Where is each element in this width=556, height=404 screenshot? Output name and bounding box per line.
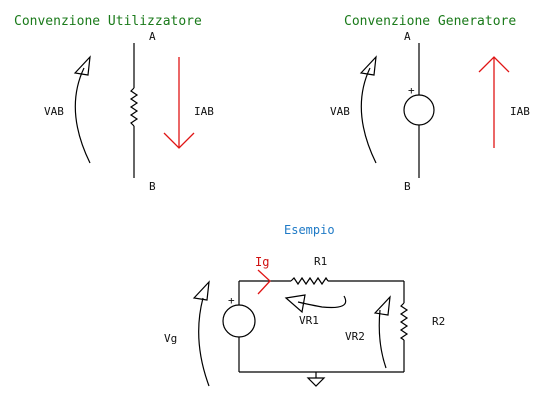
example-r2-label: R2: [432, 315, 445, 328]
voltage-source-icon: [403, 94, 435, 126]
voltage-arrow-icon: [373, 295, 391, 369]
user-current-label: IAB: [194, 105, 214, 118]
example-plus-sign: +: [228, 294, 235, 307]
generator-current-label: IAB: [510, 105, 530, 118]
user-convention-title: Convenzione Utilizzatore: [14, 14, 202, 29]
current-arrow-icon: [257, 269, 271, 295]
generator-plus-sign: +: [408, 84, 415, 97]
generator-node-a-label: A: [404, 30, 411, 43]
voltage-source-icon: [222, 304, 256, 338]
voltage-arrow-icon: [73, 55, 91, 164]
example-current-label: Ig: [255, 255, 269, 269]
ground-icon: [306, 372, 326, 387]
current-arrow-icon: [478, 56, 510, 148]
resistor-icon: [399, 302, 409, 341]
circuit-loop: [238, 280, 405, 373]
example-title: Esempio: [284, 223, 335, 237]
example-vg-label: Vg: [164, 332, 177, 345]
voltage-arrow-icon: [284, 294, 347, 314]
generator-node-b-label: B: [404, 180, 411, 193]
user-voltage-label: VAB: [44, 105, 64, 118]
generator-voltage-label: VAB: [330, 105, 350, 118]
example-vr1-label: VR1: [299, 314, 319, 327]
panel-generator-convention: Convenzione Generatore A B + VAB IAB: [330, 14, 530, 193]
example-vr2-label: VR2: [345, 330, 365, 343]
resistor-icon: [290, 276, 329, 286]
resistor-icon: [129, 43, 139, 178]
user-node-b-label: B: [149, 180, 156, 193]
current-arrow-icon: [163, 57, 195, 149]
voltage-arrow-icon: [192, 280, 210, 387]
example-r1-label: R1: [314, 255, 327, 268]
panel-user-convention: Convenzione Utilizzatore A B VAB IAB: [14, 14, 214, 193]
voltage-arrow-icon: [359, 55, 377, 164]
user-node-a-label: A: [149, 30, 156, 43]
panel-example: Esempio + R1 R2 Ig: [164, 223, 445, 387]
generator-convention-title: Convenzione Generatore: [344, 14, 516, 29]
